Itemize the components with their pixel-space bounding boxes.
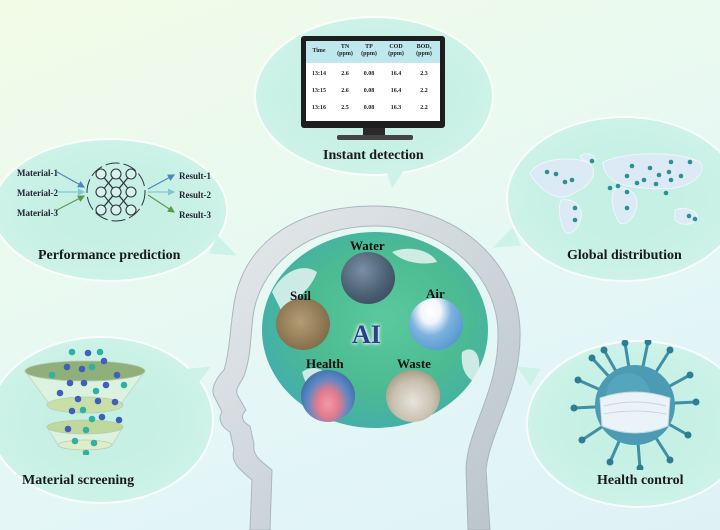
water-image	[341, 252, 395, 304]
cell-tn: 2.6	[341, 88, 349, 94]
header-unit: (ppm)	[337, 51, 353, 57]
header-cell: BOD₅	[416, 44, 432, 50]
header-cell: TN	[340, 44, 350, 50]
monitor-stand	[363, 128, 385, 137]
input-label: Material-3	[17, 208, 58, 218]
cell-time: 13:16	[312, 105, 326, 111]
cell-time: 13:14	[312, 71, 326, 77]
instant-detection-bubble-tail	[384, 164, 408, 188]
cell-cod: 16.4	[390, 71, 402, 77]
monitor-icon: Time TN (ppm) TP (ppm) COD (ppm) BOD₅ (p…	[301, 36, 445, 128]
world-map-icon	[529, 153, 703, 234]
cell-cod: 16.3	[390, 105, 402, 111]
health-image	[301, 370, 355, 422]
waste-image	[386, 370, 440, 422]
ai-title: AI	[352, 320, 381, 349]
monitor-base	[337, 135, 413, 140]
health-control-caption: Health control	[597, 473, 684, 488]
input-label: Material-1	[17, 168, 58, 178]
cell-cod: 16.4	[390, 88, 402, 94]
instant-detection-caption: Instant detection	[323, 148, 424, 163]
funnel-screening-icon	[24, 348, 146, 455]
output-label: Result-2	[179, 190, 211, 200]
detection-table-header	[306, 41, 440, 63]
input-label: Material-2	[17, 188, 58, 198]
topic-label-soil: Soil	[290, 288, 311, 303]
air-image	[409, 298, 463, 350]
performance-prediction-caption: Performance prediction	[38, 248, 181, 263]
header-cell: TP	[365, 44, 373, 50]
output-label: Result-1	[179, 171, 211, 181]
topic-label-waste: Waste	[397, 356, 431, 371]
material-screening-caption: Material screening	[22, 473, 135, 488]
detection-table: Time TN (ppm) TP (ppm) COD (ppm) BOD₅ (p…	[306, 41, 440, 121]
cell-tp: 0.08	[363, 105, 375, 111]
header-unit: (ppm)	[416, 51, 432, 57]
cell-time: 13:15	[312, 88, 326, 94]
cell-tp: 0.08	[363, 88, 375, 94]
topic-label-health: Health	[306, 356, 344, 371]
cell-tp: 0.08	[363, 71, 375, 77]
cell-tn: 2.5	[341, 105, 349, 111]
human-head-silhouette	[212, 205, 521, 530]
output-label: Result-3	[179, 210, 211, 220]
header-cell: Time	[312, 48, 326, 54]
cell-bod: 2.3	[420, 71, 428, 77]
cell-tn: 2.6	[341, 71, 349, 77]
topic-label-air: Air	[426, 286, 445, 301]
global-distribution-caption: Global distribution	[567, 248, 682, 263]
header-unit: (ppm)	[361, 51, 377, 57]
soil-image	[276, 298, 330, 350]
header-cell: COD	[389, 44, 403, 50]
topic-label-water: Water	[350, 238, 385, 253]
header-unit: (ppm)	[388, 51, 404, 57]
neural-network-icon	[56, 162, 176, 222]
virus-mask-icon	[570, 340, 700, 470]
cell-bod: 2.2	[420, 105, 428, 111]
cell-bod: 2.2	[420, 88, 428, 94]
